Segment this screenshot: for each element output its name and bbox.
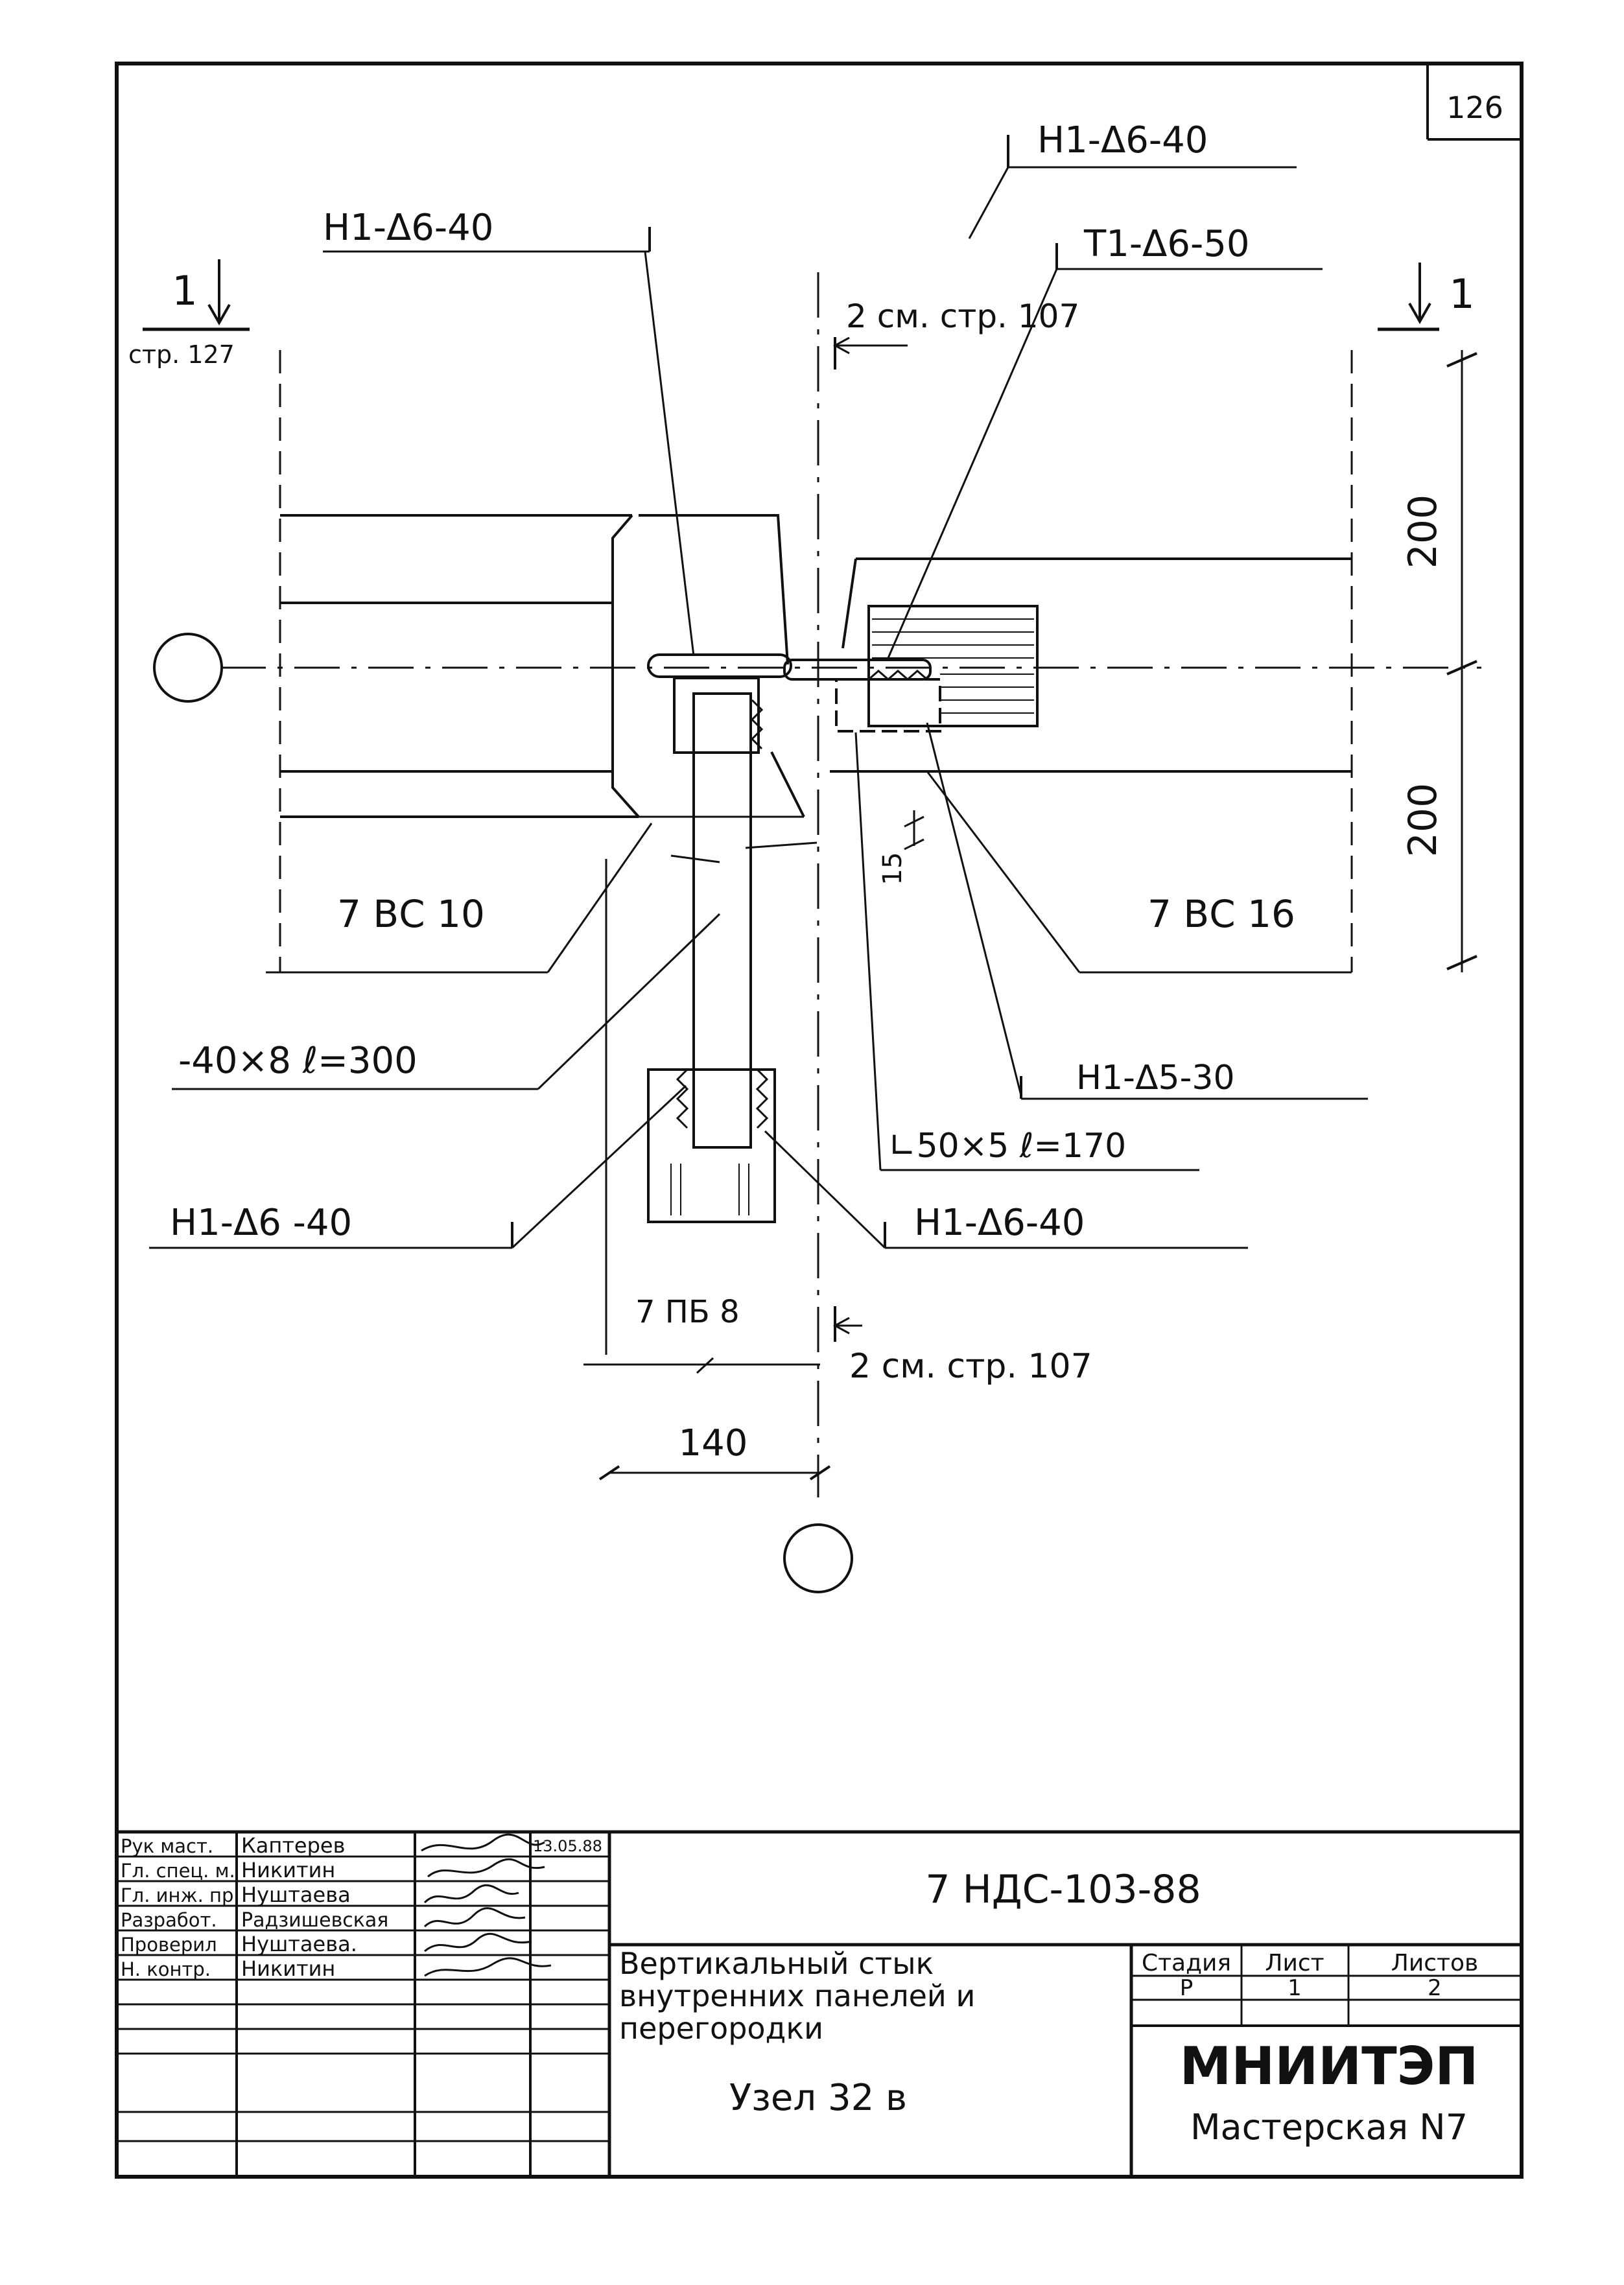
sheet-value: 1	[1288, 1975, 1302, 2001]
title-block	[117, 1830, 1522, 2177]
partition-label: 7 ПБ 8	[635, 1294, 740, 1330]
embedded-bar	[647, 653, 792, 678]
name-4: Радзишевская	[241, 1909, 388, 1932]
section-mark-left-reference: стр. 127	[128, 340, 235, 369]
angle-label: ∟50×5 ℓ=170	[888, 1127, 1126, 1166]
steel-angle	[783, 659, 941, 732]
right-panel	[830, 350, 1353, 972]
section-mark-left-number: 1	[172, 267, 197, 314]
dimension-width: 140	[679, 1422, 748, 1464]
drawing-title-line-2: внутренних панелей и	[619, 1978, 975, 2013]
axis-circle-vertical	[783, 1523, 853, 1593]
signatures	[421, 1833, 552, 1977]
dimension-bottom-height: 200	[1400, 783, 1446, 858]
stage-header: Стадия	[1142, 1950, 1231, 1976]
node-label: Узел 32 в	[729, 2077, 907, 2119]
leader-lines	[149, 135, 1368, 1249]
weld-label-bottom-left: Н1-Δ6 -40	[170, 1202, 352, 1244]
left-panel	[279, 350, 805, 972]
dimension-top-height: 200	[1400, 495, 1446, 569]
panel-label-left: 7 ВС 10	[337, 892, 485, 936]
sheet-frame	[115, 62, 1524, 2179]
workshop-name: Мастерская N7	[1190, 2107, 1468, 2148]
section-ref-top: 2 см. стр. 107	[846, 298, 1079, 335]
document-code: 7 НДС-103-88	[925, 1867, 1201, 1912]
name-3: Нуштаева	[241, 1882, 351, 1907]
name-5: Нуштаева.	[241, 1932, 357, 1956]
plate-label: -40×8 ℓ=300	[178, 1040, 418, 1082]
section-cut-marks	[832, 336, 908, 1342]
axis-circle-horizontal	[153, 633, 223, 703]
drawing-title-line-1: Вертикальный стык	[619, 1946, 934, 1981]
role-5: Проверил	[121, 1934, 217, 1956]
page-number-box: 126	[1426, 64, 1522, 141]
weld-label-top-left: Н1-Δ6-40	[323, 207, 493, 249]
page-number: 126	[1446, 90, 1503, 125]
role-1: Рук маст.	[121, 1835, 213, 1857]
partition	[605, 859, 776, 1355]
sheets-value: 2	[1428, 1975, 1442, 2001]
panel-label-right: 7 ВС 16	[1147, 892, 1295, 936]
role-2: Гл. спец. м.	[121, 1860, 235, 1882]
name-6: Никитин	[241, 1956, 335, 1981]
name-1: Каптерев	[241, 1833, 345, 1858]
organization-name: МНИИТЭП	[1180, 2036, 1479, 2096]
role-6: Н. контр.	[121, 1958, 211, 1980]
axis-markers	[153, 272, 1481, 1593]
name-2: Никитин	[241, 1858, 335, 1882]
section-ref-bottom: 2 см. стр. 107	[849, 1347, 1092, 1386]
section-mark-right: 1	[1378, 263, 1475, 331]
weld-label-t1: Т1-Δ6-50	[1083, 223, 1249, 265]
sheets-header: Листов	[1391, 1950, 1478, 1976]
drawing-title-line-3: перегородки	[619, 2011, 823, 2046]
role-3: Гл. инж. пр.	[121, 1884, 240, 1906]
role-4: Разработ.	[121, 1909, 217, 1931]
weld-label-top-right: Н1-Δ6-40	[1037, 119, 1208, 161]
dimension-lines	[583, 350, 1477, 1481]
section-mark-right-number: 1	[1449, 270, 1474, 318]
signature-date: 13.05.88	[533, 1837, 602, 1855]
stage-value: Р	[1180, 1975, 1194, 2001]
dimension-gap: 15	[878, 852, 908, 885]
steel-plate	[673, 677, 764, 1149]
sheet-header: Лист	[1265, 1950, 1324, 1976]
weld-label-bottom-right: Н1-Δ6-40	[914, 1202, 1085, 1244]
section-mark-left: 1 стр. 127	[128, 259, 250, 369]
weld-label-right-lower: Н1-Δ5-30	[1076, 1059, 1235, 1097]
right-panel-hatch-block	[867, 605, 1039, 727]
